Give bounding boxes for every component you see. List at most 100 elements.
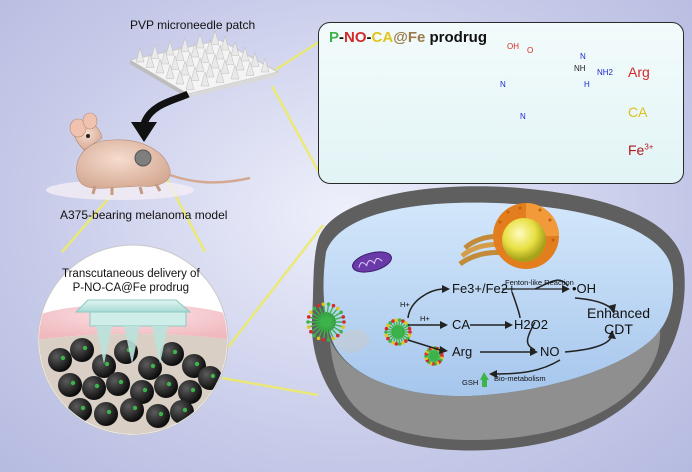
microneedle [165, 40, 175, 56]
bio-metabolism-label: Bio-metabolism [494, 374, 546, 383]
tumor-cell [198, 366, 222, 390]
nucleus [493, 203, 559, 269]
microneedle [160, 49, 170, 65]
delivery-line2: P-NO-CA@Fe prodrug [72, 282, 190, 294]
tumor-cell [106, 372, 130, 396]
microneedle [145, 52, 155, 68]
nanoparticle [306, 302, 346, 342]
tumor-cell-dot [182, 407, 188, 413]
microneedle [210, 53, 220, 69]
microneedle [225, 49, 235, 65]
tumor-cell [94, 402, 118, 426]
tumor-cell-dot [60, 355, 66, 361]
microneedle [135, 47, 145, 63]
microneedle [260, 57, 270, 73]
microneedle [230, 64, 240, 80]
microneedle [165, 63, 175, 79]
cdt-text: CDT [604, 321, 633, 337]
microneedle [180, 60, 190, 76]
microneedle-patch [128, 29, 280, 98]
arg-o: O [527, 46, 534, 55]
enhanced-cdt-label: Enhanced CDT [587, 305, 650, 337]
microneedle [175, 45, 185, 61]
microneedle [220, 58, 230, 74]
arg-n2: N [580, 52, 586, 61]
tumor-cell [138, 356, 162, 380]
tumor-cell-dot [132, 405, 138, 411]
delivery-text: Transcutaneous delivery of P-NO-CA@Fe pr… [62, 267, 200, 295]
microneedle [200, 71, 210, 87]
microneedle [180, 36, 190, 52]
fe-text: Fe [628, 142, 645, 158]
zoom-lines-panel [270, 38, 324, 179]
tumor-cell-dot [166, 381, 172, 387]
insert-arrow [131, 90, 190, 142]
tumor-cell [160, 342, 184, 366]
microneedle [150, 43, 160, 59]
microneedle [195, 56, 205, 72]
ca-released-label: CA [452, 317, 471, 332]
tumor-cell-dot [142, 387, 148, 393]
ca-label: CA [628, 104, 648, 120]
microneedle [205, 38, 215, 54]
tumor-cell-dot [104, 361, 110, 367]
model-label: A375-bearing melanoma model [60, 208, 228, 222]
tumor-cell-dot [106, 409, 112, 415]
arg-nh: NH [574, 64, 586, 73]
prodrug-panel: P-NO-CA@Fe prodrug [318, 22, 684, 184]
tumor-cell-dot [172, 349, 178, 355]
delivery-inset [37, 244, 229, 436]
patch-label: PVP microneedle patch [130, 18, 256, 32]
gsh-label: GSH [462, 378, 479, 387]
microneedle [185, 74, 195, 90]
h-plus-label-1: H+ [400, 300, 410, 309]
tumor-cell [70, 338, 94, 362]
microneedle [185, 51, 195, 67]
microneedle [170, 54, 180, 70]
ca-n: N [520, 112, 526, 121]
fe-sup: 3+ [644, 142, 654, 152]
panel-title: P-NO-CA@Fe prodrug [329, 29, 487, 46]
h-plus-label-2: H+ [420, 314, 430, 323]
microneedle [190, 65, 200, 81]
microneedle [155, 58, 165, 74]
title-at-fe: @Fe [393, 29, 426, 46]
tumor-cell [146, 404, 170, 428]
tumor-cell-dot [194, 361, 200, 367]
oh-radical-label: •OH [572, 281, 597, 296]
title-ca: CA [371, 29, 394, 46]
fenton-label: Fenton-like Reaction [505, 278, 574, 287]
tumor-cell-dot [82, 345, 88, 351]
arg-oh: OH [507, 42, 519, 51]
microneedle [200, 47, 210, 63]
arg-released-label: Arg [452, 344, 473, 359]
mouse-illustration [46, 112, 251, 200]
tumor-cell [178, 380, 202, 404]
microneedle [205, 62, 215, 78]
microneedle [220, 35, 230, 51]
tumor-cell-dot [118, 379, 124, 385]
mitochondrion [352, 251, 392, 273]
cell-illustration [311, 186, 685, 451]
tumor-cell [58, 373, 82, 397]
microneedle [210, 29, 220, 45]
microneedle [215, 44, 225, 60]
tumor-cell [82, 376, 106, 400]
fe-couple-label: Fe3+/Fe2+ [452, 281, 516, 296]
arg-h: H [584, 80, 590, 89]
title-no: NO [344, 29, 367, 46]
fe-label: Fe3+ [628, 142, 653, 158]
arg-nh2: NH2 [597, 68, 614, 77]
no-label: NO [540, 344, 560, 359]
microneedle [190, 42, 200, 58]
tumor-cell-dot [94, 383, 100, 389]
enhanced-text: Enhanced [587, 305, 651, 321]
h2o2-label: H2O2 [514, 317, 548, 332]
gsh-bar [482, 377, 487, 387]
tumor-cell-dot [190, 387, 196, 393]
delivery-line1: Transcutaneous delivery of [62, 268, 200, 280]
microneedle [175, 69, 185, 85]
tumor-cell-dot [158, 411, 164, 417]
tumor-cell-dot [80, 405, 86, 411]
